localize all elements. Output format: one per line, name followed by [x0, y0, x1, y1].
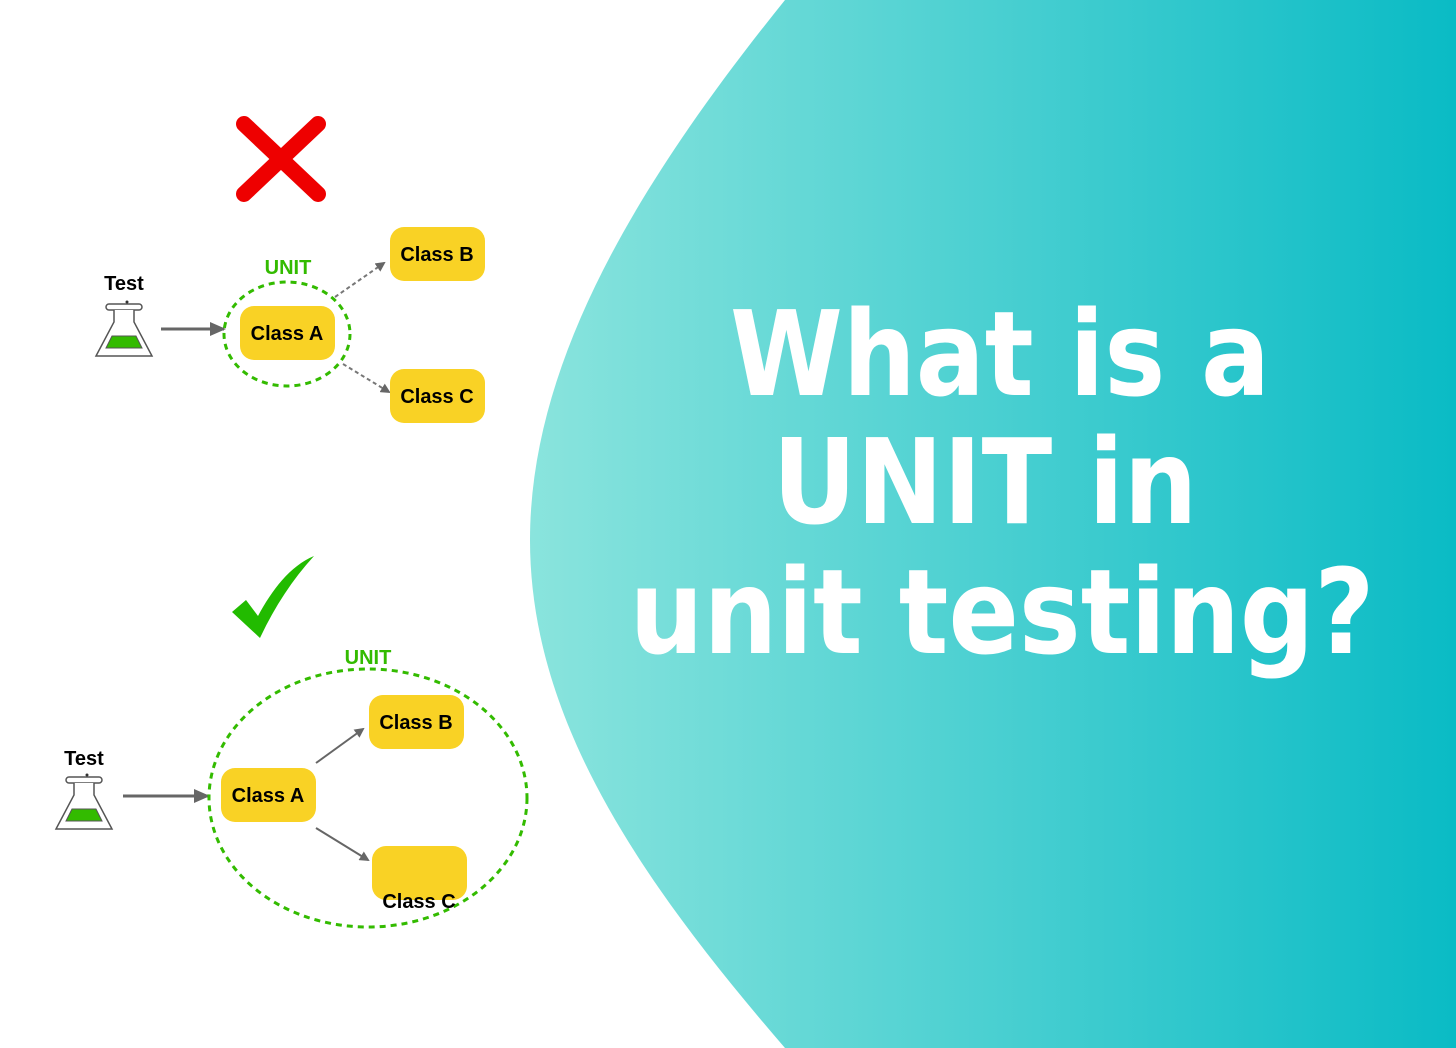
- red-cross-icon: [236, 116, 326, 202]
- test-label: Test: [64, 748, 104, 770]
- green-check-icon: [232, 556, 314, 638]
- dependency-arrow-b: [334, 261, 386, 298]
- class-c-label: Class C: [382, 891, 455, 913]
- class-a-label: Class A: [251, 323, 324, 345]
- unit-boundary: [207, 667, 529, 929]
- unit-label: UNIT: [345, 647, 392, 669]
- test-label: Test: [104, 273, 144, 295]
- flask-icon: [95, 299, 153, 357]
- dependency-arrow-c: [342, 363, 391, 394]
- class-a-label: Class A: [232, 785, 305, 807]
- class-c-label: Class C: [400, 386, 473, 408]
- class-a-box: [240, 306, 335, 360]
- flask-icon: [55, 772, 113, 830]
- teal-background-shape: [530, 0, 1456, 1048]
- unit-label: UNIT: [265, 257, 312, 279]
- title-line-1: What is a: [730, 285, 1270, 423]
- class-b-box: [369, 695, 464, 749]
- title-line-3: unit testing?: [630, 543, 1375, 681]
- class-a-box: [221, 768, 316, 822]
- dependency-arrow-b: [315, 727, 365, 764]
- unit-boundary: [222, 280, 352, 388]
- class-b-box: [390, 227, 485, 281]
- class-c-box: [372, 846, 467, 900]
- class-c-box: [390, 369, 485, 423]
- class-b-label: Class B: [379, 712, 452, 734]
- class-b-label: Class B: [400, 244, 473, 266]
- title-line-2: UNIT in: [773, 413, 1198, 551]
- dependency-arrow-c: [315, 827, 370, 862]
